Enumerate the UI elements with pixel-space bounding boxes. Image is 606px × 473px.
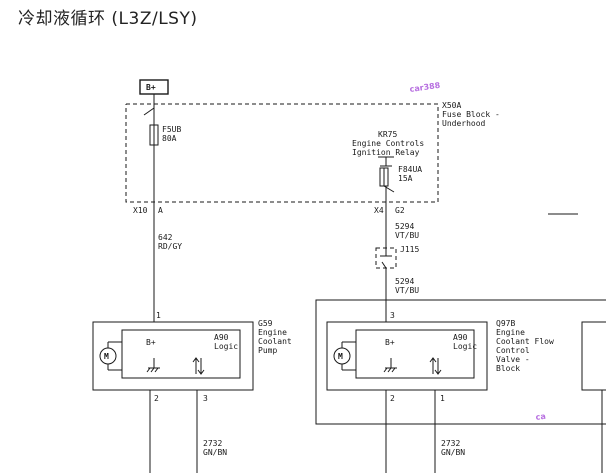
relay-kr75-desc-2: Ignition Relay	[352, 148, 420, 157]
splice-j115-icon	[375, 247, 397, 269]
valve-logic-box	[355, 329, 475, 379]
pump-module-sub: Logic	[214, 342, 238, 351]
wire-5294-bottom-circuit: 5294	[395, 277, 414, 286]
watermark-bottom: ca	[535, 412, 546, 422]
wire-bplus-feed	[143, 94, 155, 125]
battery-label: B+	[146, 83, 156, 92]
wire-5294-top-color: VT/BU	[395, 231, 419, 240]
pump-desc-2: Coolant	[258, 337, 292, 346]
fuse-f84ua-rating: 15A	[398, 174, 413, 183]
fuse-f5ub-name: F5UB	[162, 125, 181, 134]
wire-642-circuit: 642	[158, 233, 173, 242]
valve-pin-gnd: 2	[390, 394, 395, 403]
pump-motor-icon: M	[99, 341, 122, 371]
valve-module-sub: Logic	[453, 342, 477, 351]
relay-kr75-name: KR75	[378, 130, 397, 139]
fuse-block-name: X50A	[442, 101, 461, 110]
pump-module: A90	[214, 333, 229, 342]
valve-motor-icon: M	[333, 341, 356, 371]
offpage-component-frame	[581, 321, 606, 391]
valve-bidirectional-arrow-icon	[429, 357, 442, 375]
fuse-block-outline	[125, 103, 439, 203]
wire-2732-right-circuit: 2732	[441, 439, 460, 448]
pump-bidirectional-arrow-icon	[192, 357, 205, 375]
relay-kr75-contact-icon	[378, 156, 394, 167]
wire-5294-top-circuit: 5294	[395, 222, 414, 231]
pump-pin-sig: 3	[203, 394, 208, 403]
valve-desc-2: Coolant Flow	[496, 337, 554, 346]
pump-logic-box	[121, 329, 241, 379]
pump-pin-gnd: 2	[154, 394, 159, 403]
pump-desc-1: Engine	[258, 328, 287, 337]
valve-pin-sig: 1	[440, 394, 445, 403]
conn-left-name: X10	[133, 206, 148, 215]
pump-frame	[92, 321, 254, 391]
fuse-block-desc-2: Underhood	[442, 119, 486, 128]
valve-pin-top: 3	[390, 311, 395, 320]
valve-desc-4: Valve -	[496, 355, 530, 364]
battery-terminal: B+	[139, 79, 169, 95]
wire-5294-bottom-color: VT/BU	[395, 286, 419, 295]
fuse-block-desc-1: Fuse Block -	[442, 110, 500, 119]
valve-motor-label: M	[338, 352, 343, 361]
valve-ref: Q97B	[496, 319, 515, 328]
fuse-f84ua-icon	[379, 167, 395, 193]
fuse-f5ub-rating: 80A	[162, 134, 177, 143]
valve-module: A90	[453, 333, 468, 342]
pump-desc-3: Pump	[258, 346, 277, 355]
valve-bplus: B+	[385, 338, 395, 347]
valve-frame	[326, 321, 488, 391]
watermark-top: car388	[409, 81, 441, 94]
wire-642-color: RD/GY	[158, 242, 182, 251]
fuse-f5ub-icon	[149, 124, 159, 146]
valve-desc-5: Block	[496, 364, 520, 373]
conn-left-pin: A	[158, 206, 163, 215]
fuse-f84ua-name: F84UA	[398, 165, 422, 174]
pump-ref: G59	[258, 319, 273, 328]
page-title: 冷却液循环 (L3Z/LSY)	[18, 9, 198, 29]
wire-2732-left-color: GN/BN	[203, 448, 227, 457]
splice-j115-name: J115	[400, 245, 419, 254]
valve-desc-1: Engine	[496, 328, 525, 337]
valve-desc-3: Control	[496, 346, 530, 355]
pump-bplus: B+	[146, 338, 156, 347]
pump-pin-top: 1	[156, 311, 161, 320]
wire-2732-right-color: GN/BN	[441, 448, 465, 457]
conn-right-pin: G2	[395, 206, 405, 215]
relay-kr75-desc-1: Engine Controls	[352, 139, 424, 148]
pump-ground-icon	[146, 358, 160, 373]
wire-2732-left-circuit: 2732	[203, 439, 222, 448]
valve-group-frame	[315, 299, 606, 425]
pump-motor-label: M	[104, 352, 109, 361]
conn-right-name: X4	[374, 206, 384, 215]
valve-ground-icon	[383, 358, 397, 373]
